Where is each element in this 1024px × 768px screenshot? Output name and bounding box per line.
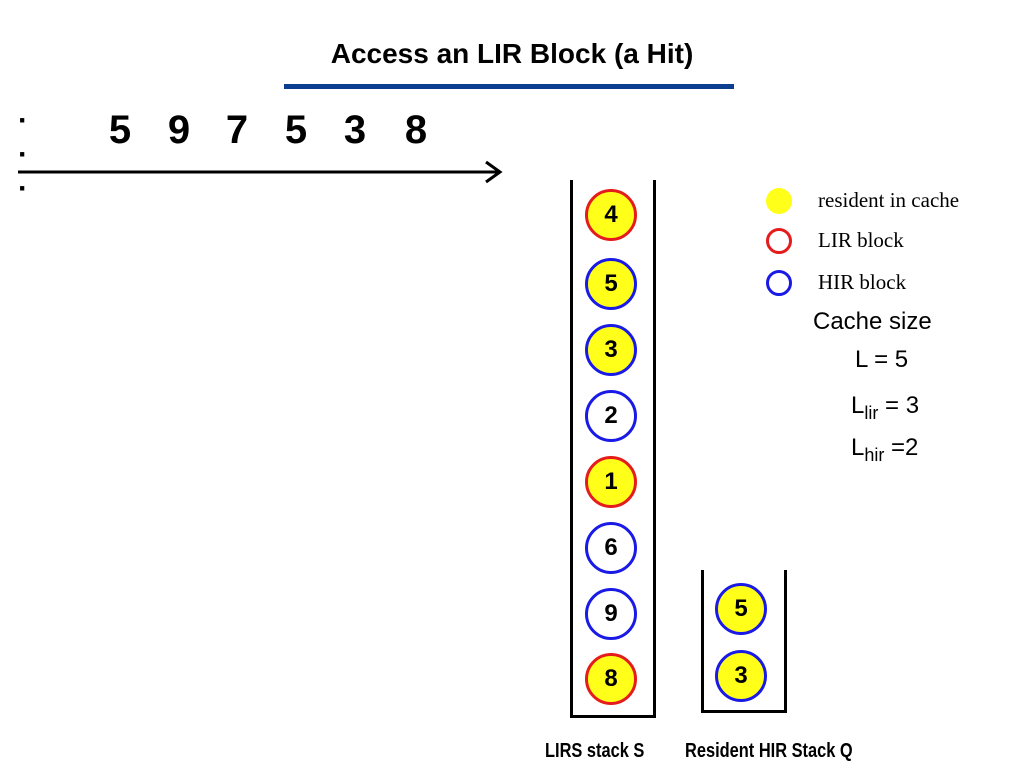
sequence-arrow-icon <box>18 160 503 184</box>
hir-stack-caption: Resident HIR Stack Q <box>685 740 853 762</box>
stack-floor <box>570 715 656 718</box>
stack-block: 3 <box>585 324 637 376</box>
stack-wall <box>784 570 787 713</box>
stack-block: 9 <box>585 588 637 640</box>
resident-dot-icon <box>766 188 792 214</box>
sequence-item: 5 <box>284 108 308 152</box>
param-value: = 3 <box>878 392 920 419</box>
legend-label: resident in cache <box>818 188 960 212</box>
legend-label: HIR block <box>818 270 907 294</box>
stack-block: 5 <box>715 583 767 635</box>
resident-hir-stack-q: 5 3 <box>701 570 787 713</box>
stack-wall <box>653 180 656 718</box>
cache-size-l: L = 5 <box>855 346 909 373</box>
stack-block: 3 <box>715 650 767 702</box>
cache-size-l-hir: Lhir =2 <box>851 434 918 466</box>
page-title: Access an LIR Block (a Hit) <box>330 38 694 69</box>
param-base: L <box>851 434 865 461</box>
sequence-item: 5 <box>108 108 132 152</box>
sequence-item: 3 <box>343 108 367 152</box>
stack-block: 8 <box>585 653 637 705</box>
lir-circle-icon <box>766 228 792 254</box>
lirs-stack-s: 4 5 3 2 1 6 9 8 <box>570 180 656 718</box>
sequence-item: 7 <box>225 108 249 152</box>
sequence-ellipsis: · · · <box>18 104 34 205</box>
stack-floor <box>701 710 787 713</box>
cache-size-l-lir: Llir = 3 <box>851 392 919 424</box>
stack-wall <box>701 570 704 713</box>
param-value: =2 <box>884 434 919 461</box>
param-subscript: lir <box>864 403 879 423</box>
stack-block: 5 <box>585 258 637 310</box>
cache-size-label: Cache size <box>813 308 932 335</box>
stack-block: 2 <box>585 390 637 442</box>
sequence-item: 8 <box>404 108 428 152</box>
lirs-stack-caption: LIRS stack S <box>545 740 645 762</box>
param-base: L <box>851 392 865 419</box>
param-subscript: hir <box>864 445 885 465</box>
stack-block: 4 <box>585 189 637 241</box>
title-underline <box>284 84 734 89</box>
sequence-item: 9 <box>167 108 191 152</box>
stack-block: 6 <box>585 522 637 574</box>
stack-block: 1 <box>585 456 637 508</box>
stack-wall <box>570 180 573 718</box>
legend-label: LIR block <box>818 228 904 252</box>
hir-circle-icon <box>766 270 792 296</box>
